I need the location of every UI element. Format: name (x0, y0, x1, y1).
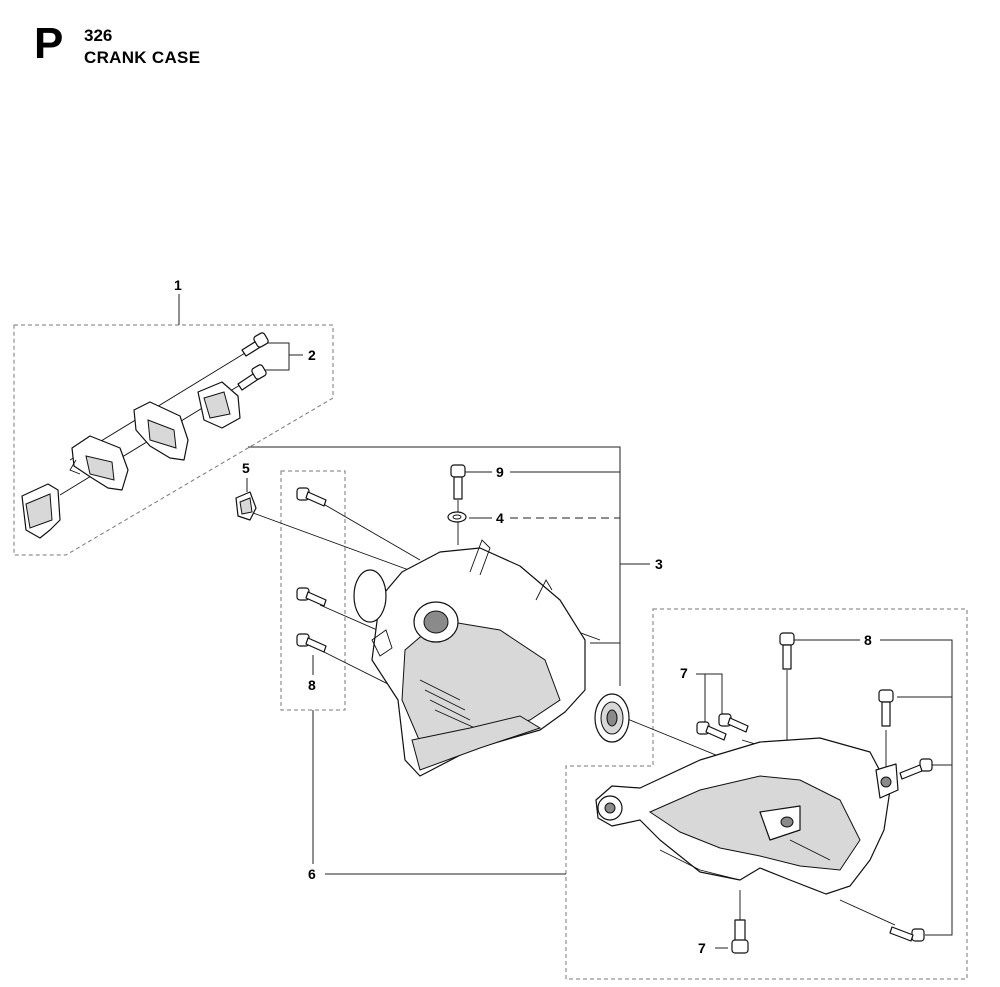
callout-6: 6 (308, 866, 316, 882)
screw-right-8-middle (899, 758, 933, 780)
bearing-holder-center (133, 401, 189, 461)
bearing-holder-left (69, 435, 129, 491)
group-box-8-screws (280, 470, 346, 711)
screw-right-8-bottom (889, 926, 925, 942)
screw-7-top-left (696, 721, 727, 741)
group-box-6 (565, 608, 968, 980)
callout-5: 5 (242, 460, 250, 476)
callout-7-top: 7 (680, 665, 688, 681)
screw-group1-top (241, 332, 269, 357)
callout-4: 4 (496, 510, 504, 526)
screw-left-top (296, 487, 327, 507)
section-letter: P (34, 19, 64, 68)
bearing-seal (594, 693, 630, 743)
callout-9: 9 (496, 464, 504, 480)
callout-7-bottom: 7 (698, 940, 706, 956)
screw-right-8-top (779, 632, 795, 670)
callout-1: 1 (174, 277, 182, 293)
callout-2: 2 (308, 347, 316, 363)
callout-8-left: 8 (308, 677, 316, 693)
screw-left-middle (296, 587, 327, 607)
screw-right-8-upper (878, 689, 894, 727)
callout-3: 3 (655, 556, 663, 572)
page-number: 326 (84, 26, 113, 45)
screw-left-bottom (296, 633, 327, 653)
screw-7-top-right (718, 713, 749, 733)
washer-part-4 (447, 511, 467, 523)
callout-8-right: 8 (864, 632, 872, 648)
screw-part-9 (450, 464, 466, 500)
screw-7-bottom (731, 919, 749, 954)
crank-case-mount (595, 737, 899, 895)
seal-part-5 (235, 491, 257, 521)
bearing-half-right (197, 381, 241, 429)
screw-group1-bottom (237, 364, 267, 391)
leader-lines (178, 294, 953, 949)
group-box-1 (13, 324, 334, 556)
crank-case-half (353, 539, 586, 777)
page-title: CRANK CASE (84, 48, 201, 67)
bearing-half-left (21, 483, 61, 539)
